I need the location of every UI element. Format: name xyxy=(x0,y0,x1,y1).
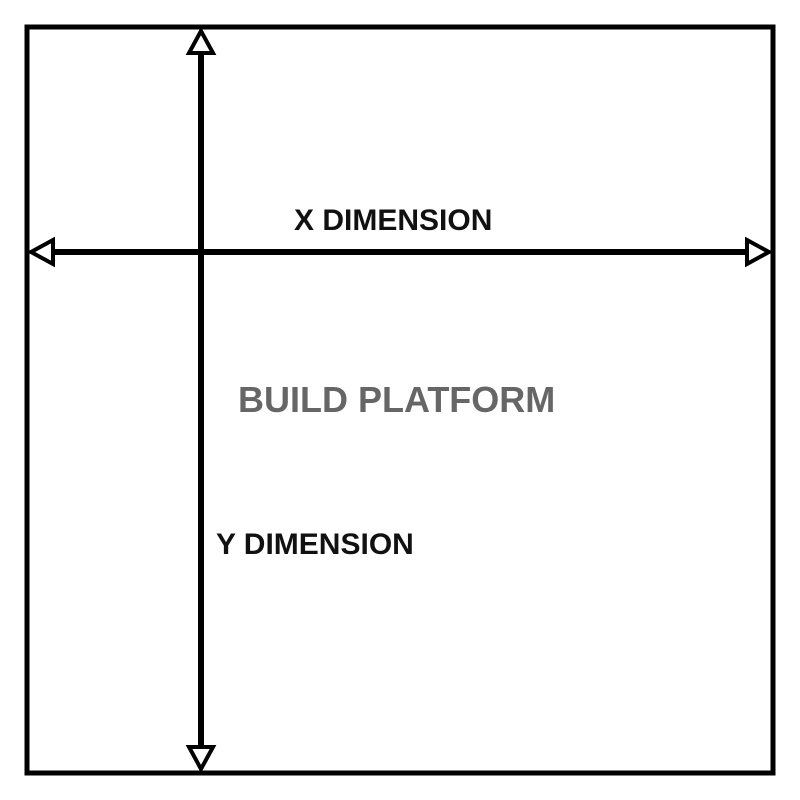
build-platform-label: BUILD PLATFORM xyxy=(238,379,556,420)
y-dimension-label: Y DIMENSION xyxy=(216,528,414,561)
build-platform-outline xyxy=(24,24,776,776)
y-arrowhead-bottom-icon xyxy=(185,745,217,774)
x-dimension-arrow xyxy=(26,236,774,268)
x-arrowhead-left-icon xyxy=(26,236,55,268)
y-dimension-arrow xyxy=(185,26,217,774)
x-dimension-label: X DIMENSION xyxy=(294,204,493,237)
y-arrowhead-top-icon xyxy=(185,26,217,55)
x-arrowhead-right-icon xyxy=(745,236,774,268)
